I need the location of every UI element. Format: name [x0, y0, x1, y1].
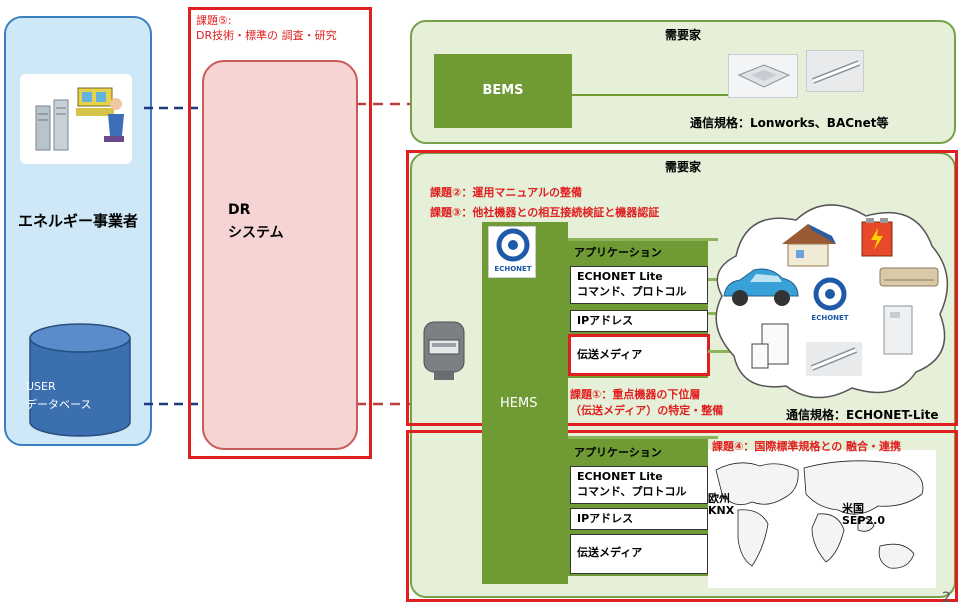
stack-lower-application: アプリケーション — [574, 446, 662, 459]
ceiling-aircon-image — [728, 54, 798, 98]
database-icon — [29, 323, 131, 437]
dr-system-label-1: DR — [228, 202, 251, 218]
region-europe: 欧州 — [708, 492, 730, 505]
stack-upper-echonet-lite-text: ECHONET Lite — [577, 270, 663, 283]
world-map-icon — [715, 460, 924, 569]
region-europe-standard: KNX — [708, 504, 735, 517]
issue-1-label-2: （伝送メディア）の特定・整備 — [570, 404, 724, 417]
echonet-cloud-logo-text: ECHONET — [811, 314, 849, 322]
fluorescent-light-image — [806, 50, 864, 92]
dr-system-box — [202, 60, 358, 450]
issue-3-label: 課題③：他社機器との相互接続検証と機器認証 — [430, 206, 660, 219]
dr-system-label-2: システム — [228, 225, 284, 241]
issue-1-label-1: 課題①：重点機器の下位層 — [570, 388, 701, 401]
hems-issue-frame — [406, 150, 958, 426]
world-map — [708, 450, 936, 588]
issue-5-label-1: 課題⑤: — [196, 14, 232, 27]
battery-icon — [861, 218, 893, 257]
database-label-data: データベース — [26, 398, 92, 411]
house-icon — [782, 224, 836, 267]
echonet-logo-icon — [496, 228, 530, 262]
home-appliances-cloud: ECHONET — [706, 196, 958, 406]
page-number: 2 — [942, 590, 951, 606]
stack-upper-line-1 — [568, 238, 718, 241]
stack-upper-command-text: コマンド、プロトコル — [577, 285, 687, 298]
stack-lower-ip: IPアドレス — [570, 508, 708, 530]
server-operator-illustration — [20, 74, 132, 164]
wall-aircon-icon — [879, 267, 939, 287]
stack-upper-application: アプリケーション — [574, 246, 662, 259]
hems-panel-title: 需要家 — [664, 160, 701, 174]
region-usa-standard: SEP2.0 — [842, 514, 885, 527]
fuel-cell-icon — [883, 305, 913, 355]
bems-box: BEMS — [434, 54, 572, 128]
hems-bar — [482, 222, 568, 584]
international-issue-frame — [406, 430, 958, 602]
energy-provider-label: エネルギー事業者 — [17, 212, 138, 230]
stack-lower-line-1 — [568, 436, 718, 439]
stack-upper-ip: IPアドレス — [570, 310, 708, 332]
stack-upper-line-4 — [708, 350, 740, 353]
issue-4-label: 課題④：国際標準規格との 融合・連携 — [712, 440, 902, 453]
stack-lower-command-text: コマンド、プロトコル — [577, 485, 687, 498]
stack-upper-transport: 伝送メディア — [568, 334, 710, 376]
water-heater-icon — [751, 323, 789, 369]
echonet-logo-small: ECHONET — [488, 226, 536, 278]
stack-lower-echonet-lite: ECHONET Lite コマンド、プロトコル — [570, 466, 708, 504]
issue-5-label-2: DR技術・標準の 調査・研究 — [196, 29, 337, 42]
echonet-logo-cloud: ECHONET — [806, 276, 854, 328]
dr-issue-5-frame — [188, 7, 372, 459]
stack-upper-echonet-lite: ECHONET Lite コマンド、プロトコル — [570, 266, 708, 304]
bems-panel-title: 需要家 — [664, 28, 701, 42]
database-label-user: USER — [26, 380, 56, 393]
hems-label: HEMS — [500, 396, 538, 411]
aircon-icon — [737, 64, 791, 88]
stack-lower-transport: 伝送メディア — [570, 534, 708, 574]
issue-2-label: 課題②：運用マニュアルの整備 — [430, 186, 582, 199]
electric-car-icon — [723, 268, 799, 306]
echonet-cloud-icon — [813, 277, 847, 311]
stack-lower-echonet-lite-text: ECHONET Lite — [577, 470, 663, 483]
hems-standard: 通信規格：ECHONET-Lite — [786, 408, 939, 422]
user-database: USER データベース — [26, 322, 134, 440]
region-usa: 米国 — [842, 502, 864, 515]
server-icon — [35, 87, 124, 151]
bems-standard: 通信規格：Lonworks、BACnet等 — [690, 116, 889, 130]
echonet-logo-text: ECHONET — [494, 265, 532, 273]
led-light-icon — [806, 342, 862, 376]
smart-meter-icon — [420, 318, 468, 382]
bems-link-line — [572, 94, 740, 96]
light-icon — [811, 60, 861, 84]
